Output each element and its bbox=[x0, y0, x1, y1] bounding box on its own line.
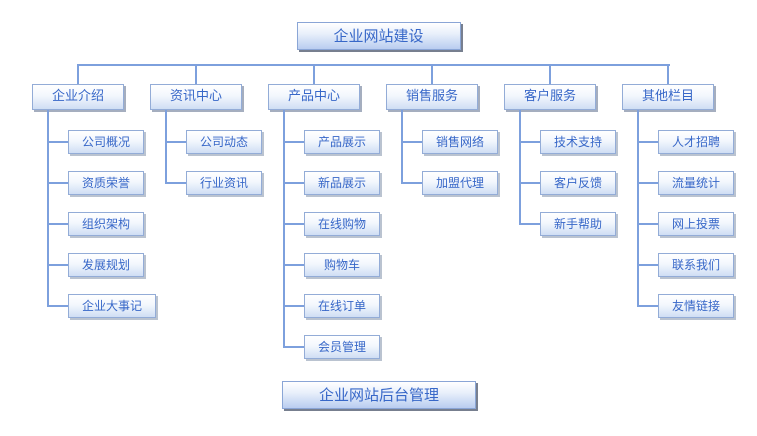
connector-stub bbox=[519, 182, 540, 184]
connector-trunk-col3 bbox=[283, 110, 285, 347]
connector-stub bbox=[47, 305, 68, 307]
connector-drop-col4 bbox=[431, 64, 433, 84]
connector-stub bbox=[283, 182, 304, 184]
connector-stub bbox=[519, 141, 540, 143]
child-node: 行业资讯 bbox=[186, 171, 263, 195]
child-node: 资质荣誉 bbox=[68, 171, 145, 195]
connector-stub bbox=[283, 305, 304, 307]
child-node: 购物车 bbox=[304, 253, 380, 277]
connector-trunk-col5 bbox=[519, 110, 521, 224]
connector-stub bbox=[637, 305, 658, 307]
connector-stub bbox=[401, 182, 422, 184]
connector-trunk-col6 bbox=[637, 110, 639, 306]
header-node-col3: 产品中心 bbox=[268, 84, 360, 110]
child-node: 联系我们 bbox=[658, 253, 735, 277]
child-node: 人才招聘 bbox=[658, 130, 735, 154]
connector-stub bbox=[637, 223, 658, 225]
connector-drop-col1 bbox=[77, 64, 79, 84]
header-node-col4: 销售服务 bbox=[386, 84, 478, 110]
connector-drop-col2 bbox=[195, 64, 197, 84]
connector-drop-col6 bbox=[667, 64, 669, 84]
footer-node: 企业网站后台管理 bbox=[281, 381, 477, 409]
header-node-col5: 客户服务 bbox=[504, 84, 596, 110]
header-node-col2: 资讯中心 bbox=[150, 84, 242, 110]
connector-drop-col3 bbox=[313, 64, 315, 84]
child-node: 技术支持 bbox=[540, 130, 617, 154]
child-node: 企业大事记 bbox=[68, 294, 157, 318]
child-node: 新手帮助 bbox=[540, 212, 617, 236]
connector-trunk-col2 bbox=[165, 110, 167, 183]
child-node: 公司概况 bbox=[68, 130, 145, 154]
child-node: 新品展示 bbox=[304, 171, 381, 195]
child-node: 组织架构 bbox=[68, 212, 145, 236]
child-node: 加盟代理 bbox=[422, 171, 499, 195]
connector-trunk-col4 bbox=[401, 110, 403, 183]
child-node: 公司动态 bbox=[186, 130, 263, 154]
header-node-col6: 其他栏目 bbox=[622, 84, 714, 110]
child-node: 发展规划 bbox=[68, 253, 145, 277]
connector-stub bbox=[47, 182, 68, 184]
root-node: 企业网站建设 bbox=[296, 22, 461, 50]
connector-stub bbox=[283, 264, 304, 266]
connector-stub bbox=[401, 141, 422, 143]
header-node-col1: 企业介绍 bbox=[32, 84, 124, 110]
child-node: 产品展示 bbox=[304, 130, 381, 154]
child-node: 客户反馈 bbox=[540, 171, 617, 195]
connector-stub bbox=[519, 223, 540, 225]
child-node: 流量统计 bbox=[658, 171, 735, 195]
connector-stub bbox=[637, 141, 658, 143]
connector-top-rail bbox=[78, 64, 670, 66]
child-node: 在线购物 bbox=[304, 212, 381, 236]
connector-stub bbox=[165, 182, 186, 184]
connector-stub bbox=[283, 223, 304, 225]
child-node: 友情链接 bbox=[658, 294, 735, 318]
connector-trunk-col1 bbox=[47, 110, 49, 306]
child-node: 会员管理 bbox=[304, 335, 381, 359]
child-node: 网上投票 bbox=[658, 212, 735, 236]
connector-stub bbox=[47, 264, 68, 266]
child-node: 在线订单 bbox=[304, 294, 381, 318]
connector-stub bbox=[637, 264, 658, 266]
connector-stub bbox=[637, 182, 658, 184]
connector-stub bbox=[47, 223, 68, 225]
connector-stub bbox=[283, 346, 304, 348]
connector-drop-col5 bbox=[549, 64, 551, 84]
child-node: 销售网络 bbox=[422, 130, 499, 154]
connector-stub bbox=[165, 141, 186, 143]
connector-stub bbox=[283, 141, 304, 143]
connector-stub bbox=[47, 141, 68, 143]
